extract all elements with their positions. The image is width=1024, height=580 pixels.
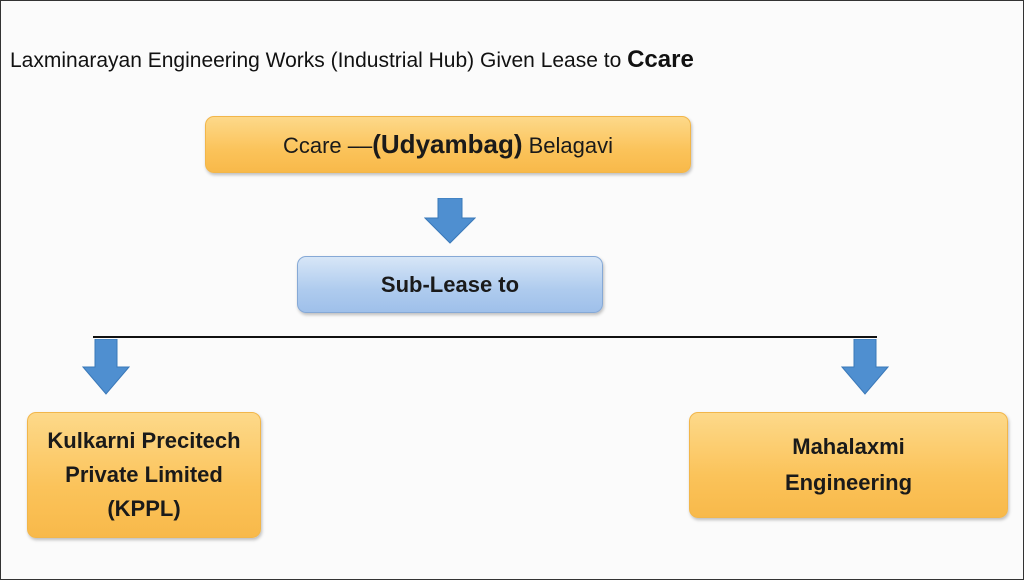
belagavi-label: Belagavi — [522, 133, 614, 158]
sub-lease-box: Sub-Lease to — [297, 256, 603, 313]
kppl-line-2: Private Limited — [65, 462, 223, 487]
kppl-box: Kulkarni Precitech Private Limited (KPPL… — [27, 412, 261, 538]
kppl-line-1: Kulkarni Precitech — [47, 428, 241, 453]
title-emphasis: Ccare — [627, 46, 694, 73]
kppl-line-3: (KPPL) — [107, 496, 181, 521]
udyambag-label: (Udyambag) — [372, 129, 523, 159]
ccare-label: Ccare –– — [282, 133, 373, 158]
sub-lease-label: Sub-Lease to — [380, 271, 520, 297]
diagram-title: Laxminarayan Engineering Works (Industri… — [10, 46, 694, 74]
ccare-box: Ccare ––(Udyambag) Belagavi — [205, 116, 691, 173]
title-text: Laxminarayan Engineering Works (Industri… — [10, 49, 628, 72]
branch-line — [93, 336, 877, 338]
arrow-down-icon — [424, 198, 476, 244]
arrow-down-right-icon — [841, 339, 889, 395]
mahalaxmi-line-2: Engineering — [784, 470, 913, 495]
arrow-down-left-icon — [82, 339, 130, 395]
ccare-box-text: Ccare ––(Udyambag) Belagavi — [283, 129, 613, 160]
mahalaxmi-line-1: Mahalaxmi — [792, 434, 905, 459]
mahalaxmi-box: Mahalaxmi Engineering — [689, 412, 1008, 518]
